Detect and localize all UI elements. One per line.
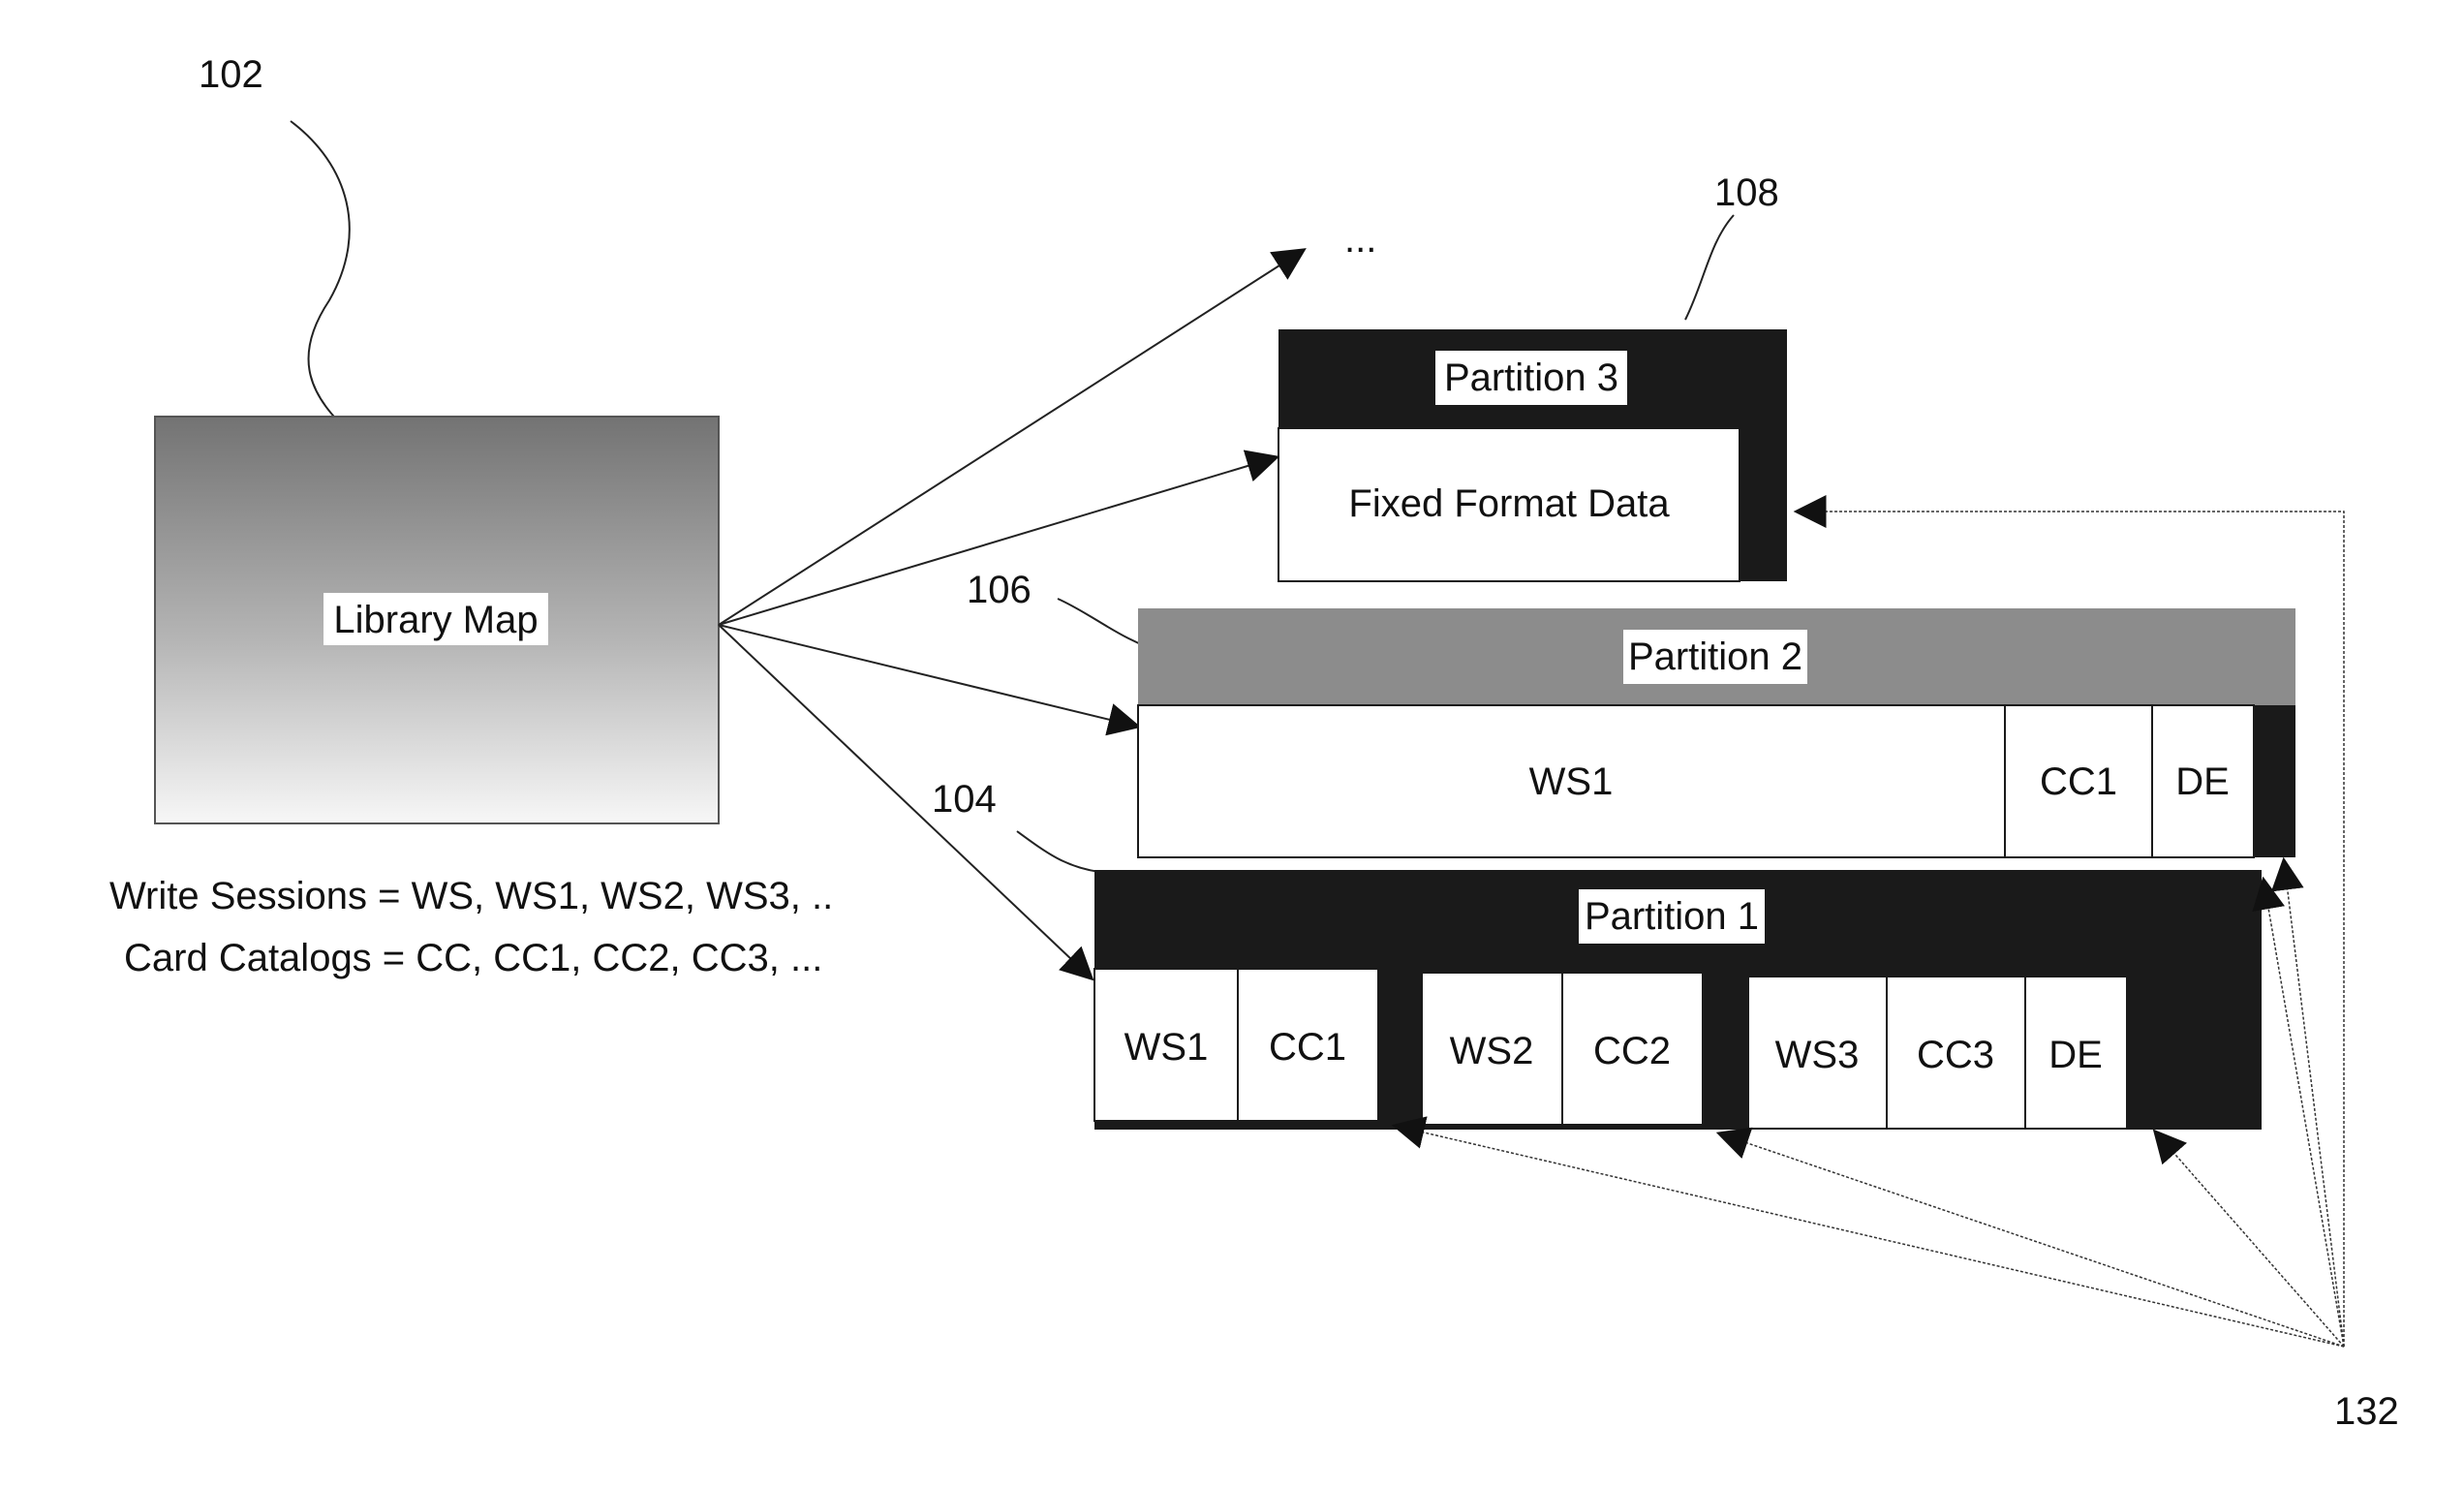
partition1-cell-de-text: DE xyxy=(2048,1034,2103,1076)
ref-104-label: 104 xyxy=(932,778,997,821)
ref-106-label: 106 xyxy=(967,569,1032,611)
partition2-cells: WS1 CC1 DE xyxy=(1138,705,2254,857)
partition1-cell-ws2-text: WS2 xyxy=(1450,1030,1534,1072)
partition2-title: Partition 2 xyxy=(1628,636,1802,678)
partition3-fixed-format-data: Fixed Format Data xyxy=(1348,482,1670,525)
partition2-cell-cc1-text: CC1 xyxy=(2040,760,2117,803)
legend-write-sessions: Write Sessions = WS, WS1, WS2, WS3, .. xyxy=(109,875,833,917)
partition1-cell-ws3-text: WS3 xyxy=(1775,1034,1860,1076)
pointer-to-partition2-end xyxy=(2284,860,2344,1347)
ref-102-label: 102 xyxy=(199,53,263,96)
arrow-to-partition1 xyxy=(719,625,1092,978)
leader-102 xyxy=(291,121,354,436)
partition3-title: Partition 3 xyxy=(1444,357,1618,399)
leader-108 xyxy=(1685,215,1734,320)
ellipsis-more-partitions: ... xyxy=(1344,218,1376,261)
partition1-cell-cc1-text: CC1 xyxy=(1269,1026,1346,1069)
partition1-cell-cc2-text: CC2 xyxy=(1593,1030,1671,1072)
partition1-cell-ws1-text: WS1 xyxy=(1124,1026,1209,1069)
ref-132-label: 132 xyxy=(2334,1390,2399,1433)
pointer-to-partition1-de xyxy=(2155,1132,2344,1347)
legend-card-catalogs: Card Catalogs = CC, CC1, CC2, CC3, ... xyxy=(124,937,822,979)
partition1-cells: WS1 CC1 WS2 CC2 WS3 CC3 DE xyxy=(1094,969,2127,1129)
partition2-cell-ws1-text: WS1 xyxy=(1529,760,1614,803)
pointer-to-partition1-gap1 xyxy=(1395,1126,2344,1347)
arrow-to-partition2 xyxy=(719,625,1138,727)
partition1-title: Partition 1 xyxy=(1585,895,1759,938)
partition1-cell-cc3-text: CC3 xyxy=(1917,1034,1994,1076)
pointer-to-partition1-top xyxy=(2264,880,2344,1347)
leader-104 xyxy=(1017,831,1099,872)
partition2-cell-de-text: DE xyxy=(2175,760,2230,803)
library-map-label: Library Map xyxy=(333,599,538,641)
ref-108-label: 108 xyxy=(1714,171,1779,214)
